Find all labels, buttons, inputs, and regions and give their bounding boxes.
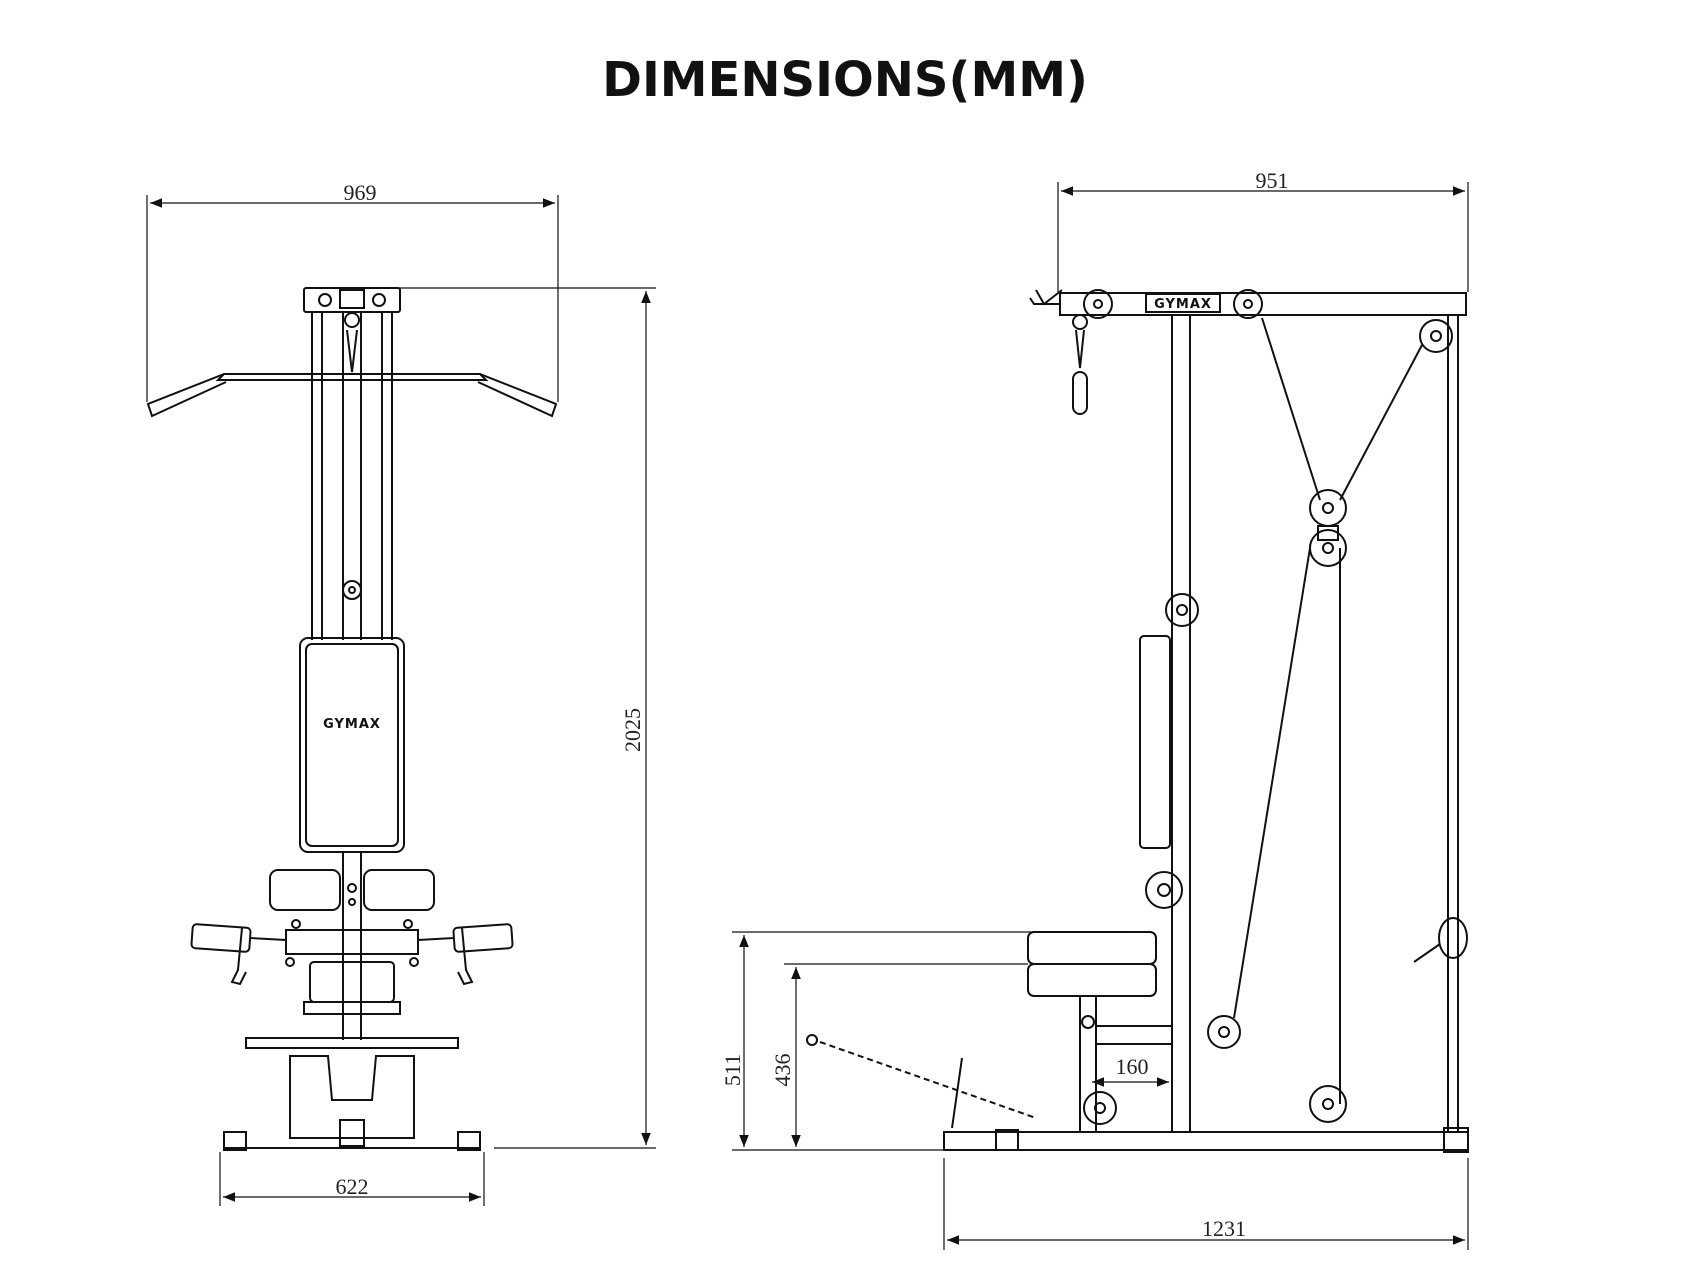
dim-front-base-width: 622 (336, 1174, 369, 1199)
dim-seat-height-min: 436 (770, 1054, 795, 1087)
dim-front-height: 2025 (620, 708, 645, 752)
dim-side-top-width: 951 (1256, 168, 1289, 193)
front-dimension-lines (146, 195, 656, 1206)
brand-logo-front: GYMAX (323, 717, 381, 732)
brand-logo-side: GYMAX (1154, 297, 1212, 312)
dim-seat-height-max: 511 (720, 1054, 745, 1086)
side-dimension-lines (732, 182, 1469, 1250)
front-view (146, 287, 558, 1151)
dim-seat-offset: 160 (1116, 1054, 1149, 1079)
dim-side-base-length: 1231 (1202, 1216, 1246, 1241)
side-view (806, 289, 1469, 1153)
dim-front-top-width: 969 (344, 180, 377, 205)
page-title: DIMENSIONS(MM) (602, 52, 1088, 108)
